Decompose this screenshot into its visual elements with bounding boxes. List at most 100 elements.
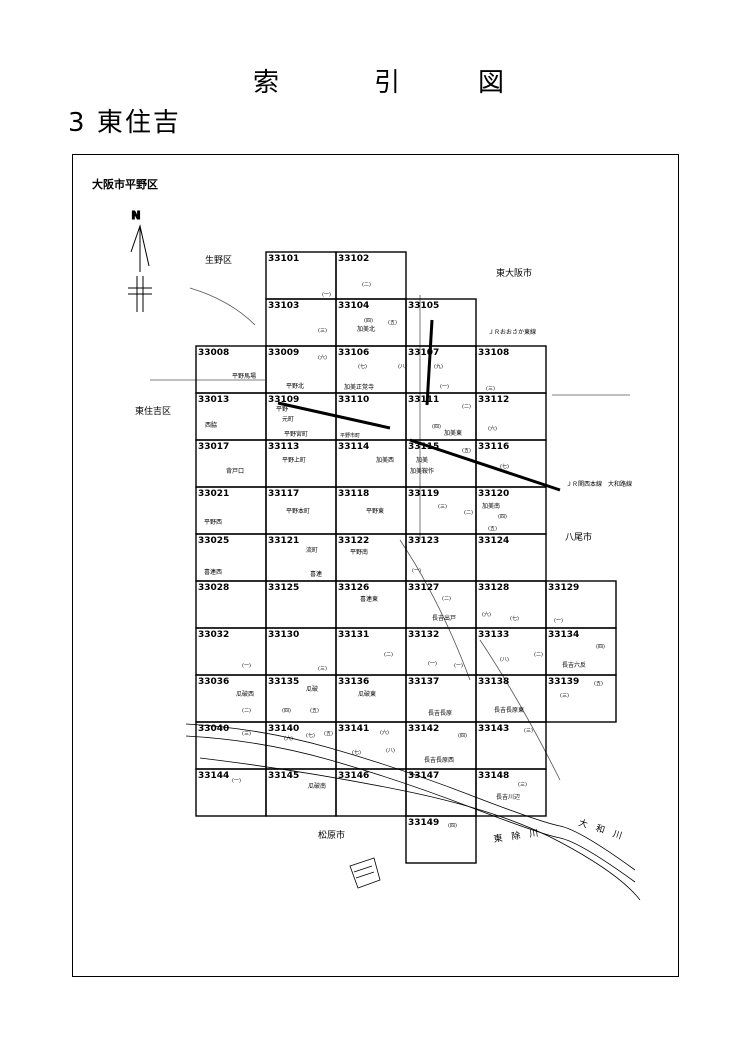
sheet-number: 33143 [478, 724, 509, 734]
sheet-number: 33008 [198, 348, 229, 358]
sheet-cell[interactable] [405, 815, 477, 864]
sheet-number: 33145 [268, 771, 299, 781]
chome-label: (一) [412, 568, 421, 574]
town-nagayoshi-nagahara: 長吉長原 [428, 710, 452, 717]
sheet-number: 33120 [478, 489, 509, 499]
sheet-number: 33137 [408, 677, 439, 687]
chome-label: (三) [318, 666, 327, 672]
sheet-number: 33101 [268, 254, 299, 264]
chome-label: (二) [464, 510, 473, 516]
town-nagayoshi-kawanabe: 長吉川辺 [496, 794, 520, 801]
chome-label: (一) [454, 663, 463, 669]
town-nagayoshi-rokutan: 長吉六反 [562, 661, 586, 669]
town-kire-higashi: 喜連東 [360, 595, 378, 603]
sheet-number: 33122 [338, 536, 369, 546]
chome-label: (八) [398, 364, 407, 370]
sheet-number: 33135 [268, 677, 299, 687]
sheet-number: 33117 [268, 489, 299, 499]
town-hirano-miyamachi: 平野宮町 [284, 430, 308, 438]
sheet-number: 33144 [198, 771, 229, 781]
sheet-number: 33134 [548, 630, 579, 640]
sheet-number: 33106 [338, 348, 369, 358]
sheet-number: 33021 [198, 489, 229, 499]
chome-label: (一) [322, 292, 331, 298]
sheet-number: 33149 [408, 818, 439, 828]
town-uriwari: 瓜破 [306, 685, 318, 693]
sheet-number: 33111 [408, 395, 439, 405]
sheet-number: 33114 [338, 442, 369, 452]
ward-title: 大阪市平野区 [92, 177, 158, 191]
map-frame [72, 154, 679, 977]
sheet-number: 33013 [198, 395, 229, 405]
town-uriwari-minami: 瓜破南 [308, 782, 326, 790]
sheet-number: 33116 [478, 442, 509, 452]
town-hirano-uemachi: 平野上町 [282, 456, 306, 464]
sheet-number: 33108 [478, 348, 509, 358]
chome-label: (五) [324, 731, 333, 737]
sheet-number: 33131 [338, 630, 369, 640]
sheet-number: 33124 [478, 536, 509, 546]
neighbor-ikuno: 生野区 [205, 254, 232, 266]
sheet-number: 33133 [478, 630, 509, 640]
sheet-cell[interactable] [475, 768, 547, 817]
town-kami-kuhoji: 加美鞍作 [410, 467, 434, 475]
neighbor-higashiosaka: 東大阪市 [496, 267, 532, 279]
sheet-number: 33119 [408, 489, 439, 499]
chome-label: (三) [518, 782, 527, 788]
town-kami-shokakuji: 加美正覚寺 [344, 383, 374, 391]
sheet-number: 33147 [408, 771, 439, 781]
chome-label: (一) [242, 663, 251, 669]
chome-label: (七) [500, 463, 509, 470]
chome-label: (三) [242, 731, 251, 737]
rail-kansai-main [277, 401, 561, 492]
town-kami-higashi: 加美東 [444, 429, 462, 437]
sheet-number: 33036 [198, 677, 229, 687]
sheet-number: 33136 [338, 677, 369, 687]
sheet-number: 33102 [338, 254, 369, 264]
sheet-number: 33103 [268, 301, 299, 311]
town-hirano-higashi: 平野東 [366, 507, 384, 515]
chome-label: (五) [388, 320, 397, 326]
sheet-number: 33040 [198, 724, 229, 734]
town-nishiwaki: 西脇 [205, 422, 217, 429]
chome-label: (六) [318, 354, 327, 361]
sheet-number: 33109 [268, 395, 299, 405]
chome-label: (六) [482, 611, 491, 618]
chome-label: (六) [488, 425, 497, 432]
title-char-2: 引 [374, 68, 401, 98]
sheet-number: 33104 [338, 301, 369, 311]
chome-label: (二) [384, 652, 393, 658]
chome-label: (二) [534, 652, 543, 658]
sheet-cell[interactable] [545, 674, 617, 723]
sheet-number: 33113 [268, 442, 299, 452]
sheet-number: 33032 [198, 630, 229, 640]
chome-label: (一) [440, 384, 449, 390]
sheet-number: 33107 [408, 348, 439, 358]
chome-label: (四) [458, 733, 467, 739]
title-char-1: 索 [253, 68, 280, 98]
chome-label: (六) [284, 735, 293, 742]
section-number: 3 [68, 108, 87, 138]
neighbor-matsubara: 松原市 [318, 829, 345, 841]
chome-label: (四) [498, 514, 507, 520]
chome-label: (四) [596, 644, 605, 650]
town-nagayoshi-dedo: 長吉出戸 [432, 614, 456, 622]
sheet-number: 33129 [548, 583, 579, 593]
title-char-3: 図 [478, 68, 505, 98]
sheet-number: 33138 [478, 677, 509, 687]
chome-label: (二) [462, 404, 471, 410]
chome-label: (九) [434, 363, 443, 370]
town-uriwari-nishi: 瓜破西 [236, 690, 254, 698]
chome-labels: (一) (二) (三) (四) (五) (六) (七) (八) (九) (一) … [232, 282, 605, 829]
town-hirano-ichimachi: 平野市町 [340, 432, 360, 439]
sheet-number: 33128 [478, 583, 509, 593]
sheet-number: 33121 [268, 536, 299, 546]
north-arrow: N [128, 209, 152, 312]
chome-label: (三) [560, 693, 569, 699]
sheet-number: 33009 [268, 348, 299, 358]
town-kire-nishi: 喜連西 [204, 568, 222, 576]
town-labels: 加美北 加美正覚寺 平野馬場 平野北 平野 元町 平野市町 平野宮町 西脇 加美… [204, 325, 586, 801]
chome-label: (二) [362, 282, 371, 288]
town-kami-minami: 加美南 [482, 502, 500, 510]
